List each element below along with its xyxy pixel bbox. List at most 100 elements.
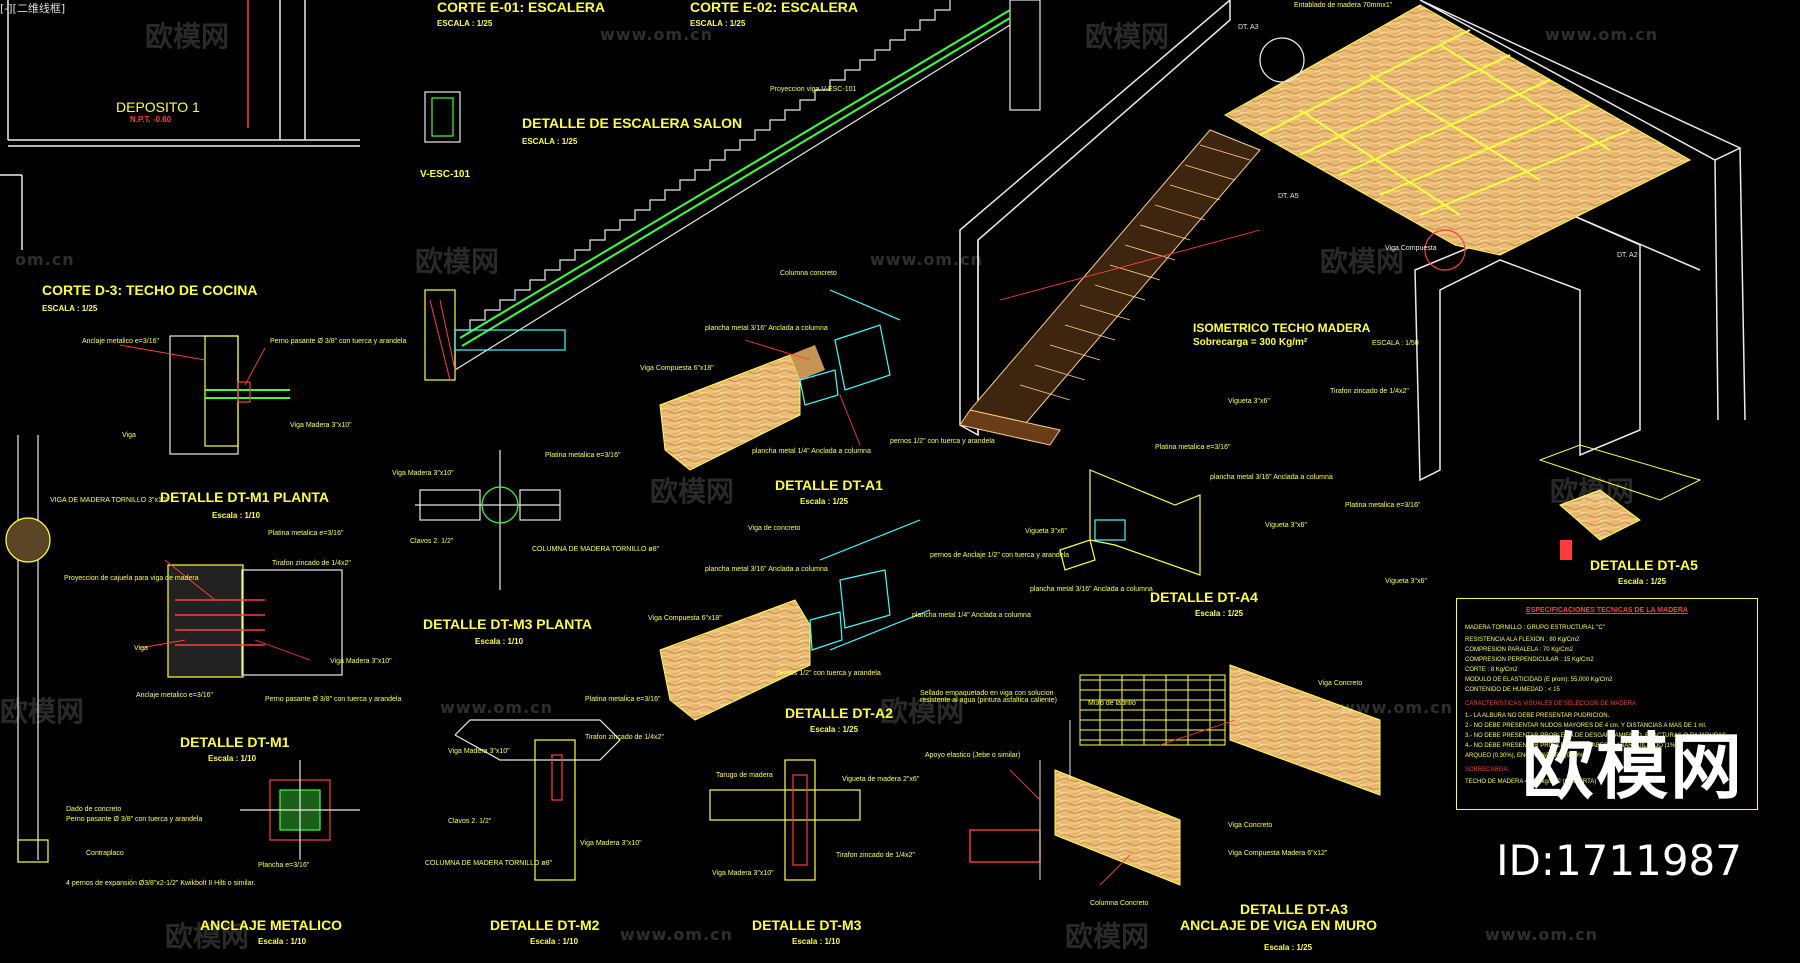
note-viga-compuesta: Viga Compuesta 6"x18"	[640, 365, 714, 372]
note-proyeccion-viga: Proyeccion viga V-ESC-101	[770, 86, 857, 93]
note-perno-pasante-m1: Perno pasante Ø 3/8" con tuerca y arande…	[265, 696, 402, 703]
note-clavos: Clavos 2. 1/2"	[410, 538, 454, 545]
watermark-brand: 欧模网	[1320, 245, 1405, 278]
title-corte-d3: CORTE D-3: TECHO DE COCINA	[42, 282, 258, 298]
specs-line: 1.- LA ALBURA NO DEBE PRESENTAR PUDRICIO…	[1465, 713, 1610, 719]
note-contraplaco: Contraplaco	[86, 850, 124, 857]
watermark-brand: 欧模网	[415, 245, 500, 278]
title-dt-m1-planta: DETALLE DT-M1 PLANTA	[160, 489, 330, 505]
dt-a4	[1059, 469, 1201, 576]
note-vigueta-a5b: Vigueta 3"x6"	[1385, 578, 1427, 585]
title-corte-e01: CORTE E-01: ESCALERA	[437, 0, 606, 15]
scale-corte-e02: ESCALA : 1/25	[690, 19, 746, 28]
title-corte-e02: CORTE E-02: ESCALERA	[690, 0, 859, 15]
watermark-url: www.om.cn	[1545, 25, 1659, 44]
note-tirafon-zincado: Tirafon zincado de 1/4x2"	[272, 560, 351, 567]
dt-a1-beam	[659, 345, 825, 471]
watermark-brand: 欧模网	[145, 20, 230, 53]
title-dt-m1: DETALLE DT-M1	[180, 734, 290, 750]
note-perno-pasante: Perno pasante Ø 3/8" con tuerca y arande…	[270, 338, 407, 345]
note-vigueta-a5: Vigueta 3"x6"	[1265, 522, 1307, 529]
note-viga-madera-m1: Viga Madera 3"x10"	[330, 658, 392, 665]
dt-m2	[454, 719, 621, 881]
npt-deposito: N.P.T. -0.60	[130, 115, 172, 124]
note-anclaje-metalico-m1: Anclaje metalico e=3/16"	[136, 692, 214, 699]
stair-section	[454, 0, 1041, 371]
note-viga-compuesta-iso: Viga Compuesta	[1385, 245, 1437, 252]
note-plancha-metal-14: plancha metal 1/4" Anclada a columna	[752, 448, 871, 455]
corte-d3	[169, 335, 290, 455]
isometric-stair	[959, 129, 1261, 446]
note-tirafon-m3: Tirafon zincado de 1/4x2"	[836, 852, 915, 859]
note-columna-madera: COLUMNA DE MADERA TORNILLO ø8"	[532, 546, 660, 553]
note-apoyo-elastico: Apoyo elastico (Jebe o similar)	[925, 752, 1021, 759]
dt-m3-planta	[415, 450, 561, 590]
scale-dt-a5: Escala : 1/25	[1618, 577, 1667, 586]
scale-dt-a3: Escala : 1/25	[1264, 943, 1313, 952]
title-escalera-salon: DETALLE DE ESCALERA SALON	[522, 115, 743, 131]
watermark-brand: 欧模网	[1550, 475, 1635, 508]
watermark-url-short: om.cn	[15, 250, 75, 269]
scale-dt-m1: Escala : 1/10	[208, 754, 257, 763]
scale-dt-m1-planta: Escala : 1/10	[212, 511, 261, 520]
title-dt-a1: DETALLE DT-A1	[775, 477, 883, 493]
tag-dt-a5: DT. A5	[1278, 193, 1299, 200]
isometric-floor	[1223, 4, 1692, 256]
note-viga-madera-m3b: Viga Madera 3"x10"	[712, 870, 774, 877]
note-plancha-metal-a4: plancha metal 3/16" Anclada a columna	[1210, 474, 1333, 481]
subtitle-dt-a3: ANCLAJE DE VIGA EN MURO	[1180, 917, 1378, 933]
specs-line: 3.- NO DEBE PRESENTAR PROBLEMA DE DESGAR…	[1465, 733, 1728, 739]
subtitle-isometrico: Sobrecarga = 300 Kg/m²	[1193, 337, 1308, 348]
note-tarugo: Tarugo de madera	[716, 772, 773, 779]
note-viga-concreto: Viga de concreto	[748, 525, 801, 532]
title-deposito: DEPOSITO 1	[116, 99, 200, 115]
note-pernos: pernos 1/2" con tuerca y arandela	[890, 438, 995, 445]
watermark-url: www.om.cn	[1485, 925, 1599, 944]
scale-dt-a2: Escala : 1/25	[810, 725, 859, 734]
watermark-brand: 欧模网	[1065, 920, 1150, 953]
note-plancha-metal-14-a2: plancha metal 1/4" Anclada a columna	[912, 612, 1031, 619]
note-viga-madera-m2: Viga Madera 3"x10"	[448, 748, 510, 755]
scale-dt-m3: Escala : 1/10	[792, 937, 841, 946]
tag-dt-a3: DT. A3	[1238, 24, 1259, 31]
callout-circle-a2	[1424, 229, 1466, 271]
note-viga-madera-m2b: Viga Madera 3"x10"	[580, 840, 642, 847]
title-dt-m2: DETALLE DT-M2	[490, 917, 600, 933]
watermark-url: www.om.cn	[620, 925, 734, 944]
note-columna-concreto: Columna concreto	[780, 270, 837, 277]
note-pernos-expansion: 4 pernos de expansión Ø3/8"x2-1/2" Kwikb…	[66, 880, 256, 887]
deposito-section	[0, 0, 360, 250]
note-tirafon-m2: Tirafon zincado de 1/4x2"	[585, 734, 664, 741]
watermark-url: www.om.cn	[1340, 698, 1454, 717]
title-dt-a3: DETALLE DT-A3	[1240, 901, 1348, 917]
viewport-label[interactable]: [-][二维线框]	[0, 2, 66, 15]
dt-a5	[1538, 444, 1702, 560]
note-platina-a5: Platina metalica e=3/16"	[1345, 502, 1421, 509]
title-dt-a4: DETALLE DT-A4	[1150, 589, 1258, 605]
specs-line: CONTENIDO DE HUMEDAD : < 15	[1465, 687, 1560, 693]
specs-line: RESISTENCIA ALA FLEXION : 80 Kg/Cm2	[1465, 637, 1580, 643]
scale-dt-m3-planta: Escala : 1/10	[475, 637, 524, 646]
specs-line: 4.- NO DEBE PRESENTAR PROBLEMA DE ALABEO…	[1465, 743, 1679, 749]
dt-a3	[969, 664, 1381, 886]
specs-line: ARQUEO (0.30%), ENCORVADURA (0.30%).	[1465, 753, 1588, 759]
specs-line: COMPRESION PARALELA : 70 Kg/Cm2	[1465, 647, 1573, 653]
title-dt-m3: DETALLE DT-M3	[752, 917, 862, 933]
specs-heading: ESPECIFICACIONES TECNICAS DE LA MADERA	[1526, 607, 1688, 614]
scale-dt-a4: Escala : 1/25	[1195, 609, 1244, 618]
dt-a1-connector	[799, 289, 901, 406]
note-viga-madera-m3: Viga Madera 3"x10"	[392, 470, 454, 477]
watermark-url: www.om.cn	[600, 25, 714, 44]
watermark-url: www.om.cn	[870, 250, 984, 269]
scale-dt-a1: Escala : 1/25	[800, 497, 849, 506]
note-dado-concreto: Dado de concreto	[66, 806, 122, 813]
scale-isometrico: ESCALA : 1/50	[1372, 340, 1419, 347]
note-vigueta: Vigueta de madera 2"x6"	[842, 776, 920, 783]
note-plancha-metal-a2: plancha metal 3/16" Anclada a columna	[705, 566, 828, 573]
specs-line: SOBRECARGA:	[1465, 767, 1510, 773]
note-platina-metalica-m2: Platina metalica e=3/16"	[585, 696, 661, 703]
note-columna-madera-m2: COLUMNA DE MADERA TORNILLO ø8"	[425, 860, 553, 867]
specs-line: MODULO DE ELASTICIDAD (E prom): 55,000 K…	[1465, 677, 1613, 683]
watermark-brand: 欧模网	[880, 695, 965, 728]
